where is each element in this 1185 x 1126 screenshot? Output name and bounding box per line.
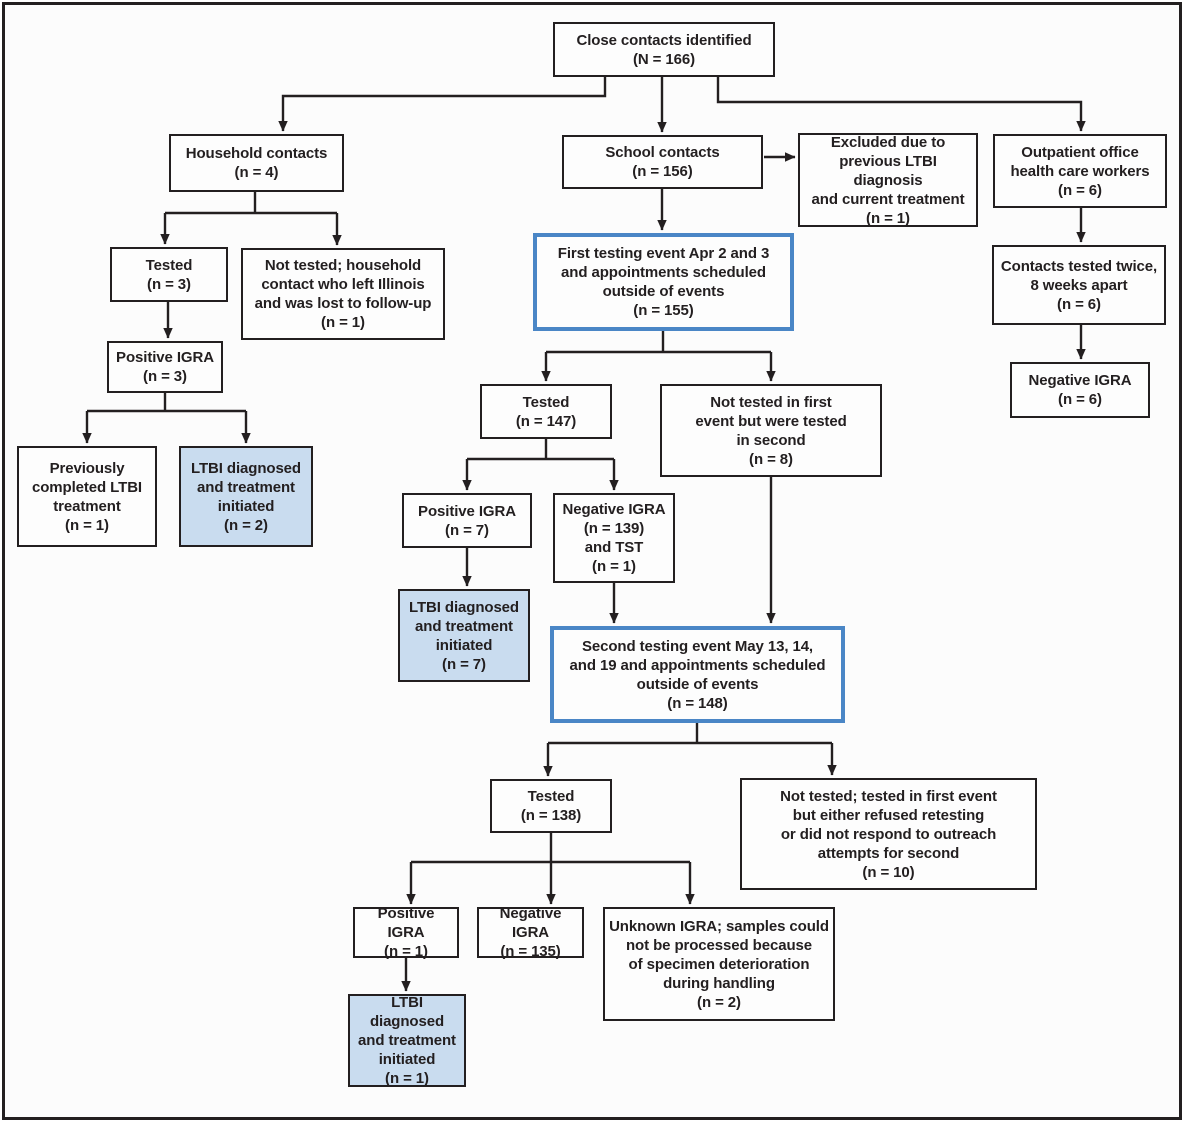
connector-first-event-rail: [546, 331, 771, 354]
node-close-contacts-identified: Close contacts identified (N = 166): [553, 22, 775, 77]
node-negative-igra-6: Negative IGRA (n = 6): [1010, 362, 1150, 418]
node-not-tested-first-event: Not tested in first event but were teste…: [660, 384, 882, 477]
node-ltbi-diagnosed-n7: LTBI diagnosed and treatment initiated (…: [398, 589, 530, 682]
connector-tested147-rail: [467, 439, 614, 461]
node-school-contacts: School contacts (n = 156): [562, 135, 763, 189]
node-negative-igra-139-tst: Negative IGRA (n = 139) and TST (n = 1): [553, 493, 675, 583]
connector-second-event-rail: [548, 723, 832, 745]
node-ltbi-diagnosed-n2: LTBI diagnosed and treatment initiated (…: [179, 446, 313, 547]
connector-positive3-rail: [87, 393, 246, 413]
node-not-tested-second-event: Not tested; tested in first event but ei…: [740, 778, 1037, 890]
node-ltbi-diagnosed-n1: LTBI diagnosed and treatment initiated (…: [348, 994, 466, 1087]
node-excluded: Excluded due to previous LTBI diagnosis …: [798, 133, 978, 227]
node-outpatient-health-care-workers: Outpatient office health care workers (n…: [993, 134, 1167, 208]
node-second-testing-event: Second testing event May 13, 14, and 19 …: [550, 626, 845, 723]
node-positive-igra-1: Positive IGRA (n = 1): [353, 905, 459, 960]
node-household-not-tested: Not tested; household contact who left I…: [241, 248, 445, 340]
node-negative-igra-135: Negative IGRA (n = 135): [477, 905, 584, 960]
node-tested-138: Tested (n = 138): [490, 779, 612, 833]
node-household-contacts: Household contacts (n = 4): [169, 134, 344, 192]
node-tested-147: Tested (n = 147): [480, 384, 612, 439]
node-unknown-igra: Unknown IGRA; samples could not be proce…: [603, 907, 835, 1021]
connector-top-to-household: [278, 77, 607, 132]
node-previously-completed-ltbi-treatment: Previously completed LTBI treatment (n =…: [17, 446, 157, 547]
connector-top-to-outpatient: [716, 77, 1086, 132]
connector-household-rail: [165, 192, 337, 215]
node-household-positive-igra: Positive IGRA (n = 3): [107, 341, 223, 393]
node-first-testing-event: First testing event Apr 2 and 3 and appo…: [533, 233, 794, 331]
node-household-tested: Tested (n = 3): [110, 247, 228, 302]
node-contacts-tested-twice: Contacts tested twice, 8 weeks apart (n …: [992, 245, 1166, 325]
node-positive-igra-7: Positive IGRA (n = 7): [402, 493, 532, 548]
